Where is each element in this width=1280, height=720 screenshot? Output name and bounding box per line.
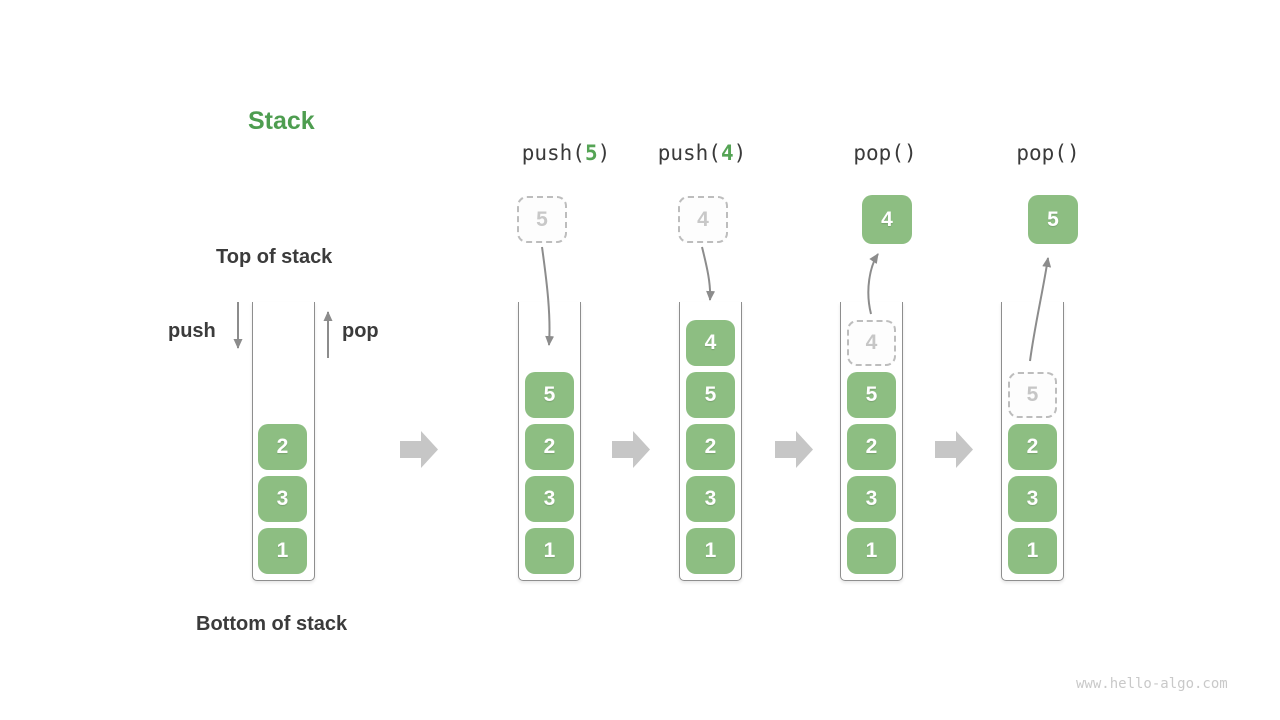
code-text: pop() [1016, 141, 1080, 165]
push4-flow-arrow-icon [701, 246, 716, 301]
stack-element: 5 [686, 372, 735, 418]
popped-element-box: 5 [1028, 195, 1078, 244]
code-text: push( [521, 141, 585, 165]
stack-element: 3 [1008, 476, 1057, 522]
stack-element: 1 [258, 528, 307, 574]
stack-container-pop1 [840, 302, 903, 581]
pending-element-box: 5 [517, 196, 567, 243]
code-arg: 5 [584, 141, 598, 165]
code-text: ) [597, 141, 611, 165]
operation-header-push4: push(4) [637, 141, 767, 165]
step-arrow-icon [935, 431, 973, 468]
step-arrow-icon [612, 431, 650, 468]
stack-element: 2 [847, 424, 896, 470]
stack-element: 3 [847, 476, 896, 522]
ghost-element-slot: 5 [1008, 372, 1057, 418]
stack-element: 3 [258, 476, 307, 522]
code-text: pop() [853, 141, 917, 165]
stack-container-initial [252, 302, 315, 581]
stack-container-push4 [679, 302, 742, 581]
operation-header-push5: push(5) [501, 141, 631, 165]
stack-element: 1 [525, 528, 574, 574]
stack-element: 1 [686, 528, 735, 574]
stack-element: 2 [258, 424, 307, 470]
ghost-element-slot: 4 [847, 320, 896, 366]
top-of-stack-label: Top of stack [216, 246, 333, 268]
stack-element: 2 [525, 424, 574, 470]
stack-element: 3 [525, 476, 574, 522]
stack-element: 5 [847, 372, 896, 418]
stack-container-push5 [518, 302, 581, 581]
stack-element: 1 [847, 528, 896, 574]
diagram-title: Stack [248, 107, 315, 135]
stack-element: 2 [686, 424, 735, 470]
popped-element-box: 4 [862, 195, 912, 244]
code-text: ) [733, 141, 747, 165]
pop-label: pop [342, 320, 379, 342]
stack-element: 2 [1008, 424, 1057, 470]
pending-element-box: 4 [678, 196, 728, 243]
bottom-of-stack-label: Bottom of stack [196, 613, 348, 635]
stack-container-pop2 [1001, 302, 1064, 581]
watermark: www.hello-algo.com [1076, 676, 1228, 692]
stack-element: 5 [525, 372, 574, 418]
code-arg: 4 [720, 141, 734, 165]
stack-element: 3 [686, 476, 735, 522]
step-arrow-icon [400, 431, 438, 468]
stack-element: 4 [686, 320, 735, 366]
push-label: push [168, 320, 216, 342]
operation-header-pop1: pop() [820, 141, 950, 165]
code-text: push( [657, 141, 721, 165]
step-arrow-icon [775, 431, 813, 468]
stack-element: 1 [1008, 528, 1057, 574]
operation-header-pop2: pop() [983, 141, 1113, 165]
